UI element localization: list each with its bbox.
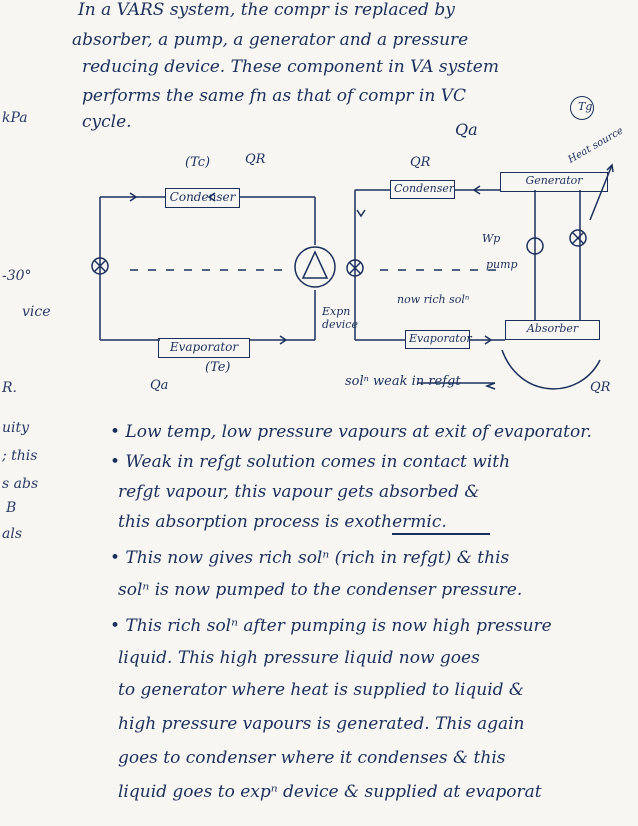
margin-note-8: als: [2, 526, 23, 542]
left-condenser-box: Condenser: [165, 188, 240, 208]
right-qr-bottom-label: QR: [590, 380, 611, 395]
bullet-line: liquid. This high pressure liquid now go…: [118, 648, 480, 668]
bullet-line: liquid goes to expⁿ device & supplied at…: [118, 782, 542, 802]
right-condenser-box: Condenser: [390, 180, 455, 199]
intro-line-4: performs the same fn as that of compr in…: [82, 86, 467, 106]
left-qa-label: Qa: [150, 378, 169, 393]
intro-line-5: cycle.: [82, 112, 132, 132]
right-generator-box: Generator: [500, 172, 608, 192]
bullet-line: refgt vapour, this vapour gets absorbed …: [118, 482, 480, 502]
left-exp-device-label: Expn device: [322, 305, 358, 331]
bullet-line: • Weak in refgt solution comes in contac…: [110, 452, 511, 472]
left-evaporator-box: Evaporator: [158, 338, 250, 358]
bullet-line: • This rich solⁿ after pumping is now hi…: [110, 616, 552, 636]
right-evaporator-box: Evaporator: [405, 330, 472, 349]
bullet-line: • This now gives rich solⁿ (rich in refg…: [110, 548, 510, 568]
margin-note-0: kPa: [2, 110, 28, 126]
bullet-line: high pressure vapours is generated. This…: [118, 714, 525, 734]
left-te-label: (Te): [205, 360, 231, 375]
right-qr-label: QR: [410, 155, 431, 170]
intro-line-3: reducing device. These component in VA s…: [82, 57, 499, 77]
right-wp-label: Wp: [482, 232, 501, 245]
right-rich-label: now rich solⁿ: [397, 293, 470, 306]
margin-note-5: ; this: [2, 448, 38, 464]
intro-line-1: In a VARS system, the compr is replaced …: [78, 0, 455, 20]
margin-note-1: -30°: [2, 268, 32, 284]
right-absorber-box: Absorber: [505, 320, 600, 340]
right-weak-label: solⁿ weak in refgt: [345, 374, 461, 389]
margin-note-6: s abs: [2, 476, 39, 492]
intro-line-2: absorber, a pump, a generator and a pres…: [72, 30, 469, 50]
right-pump-label: pump: [486, 258, 518, 271]
tg-circle-icon: [570, 96, 594, 120]
margin-note-4: uity: [2, 420, 30, 436]
bullet-line: solⁿ is now pumped to the condenser pres…: [118, 580, 523, 600]
right-qa-label: Qa: [455, 120, 478, 139]
bullet-line: this absorption process is exothermic.: [118, 512, 447, 532]
bullet-line: goes to condenser where it condenses & t…: [118, 748, 506, 768]
bullet-line: to generator where heat is supplied to l…: [118, 680, 525, 700]
margin-note-7: B: [6, 500, 17, 516]
bullet-line: • Low temp, low pressure vapours at exit…: [110, 422, 592, 442]
left-qr-label: QR: [245, 152, 266, 167]
exothermic-underline: [392, 533, 490, 535]
left-tc-label: (Tc): [185, 155, 211, 170]
margin-note-3: R.: [2, 380, 17, 396]
margin-note-2: vice: [22, 304, 51, 320]
